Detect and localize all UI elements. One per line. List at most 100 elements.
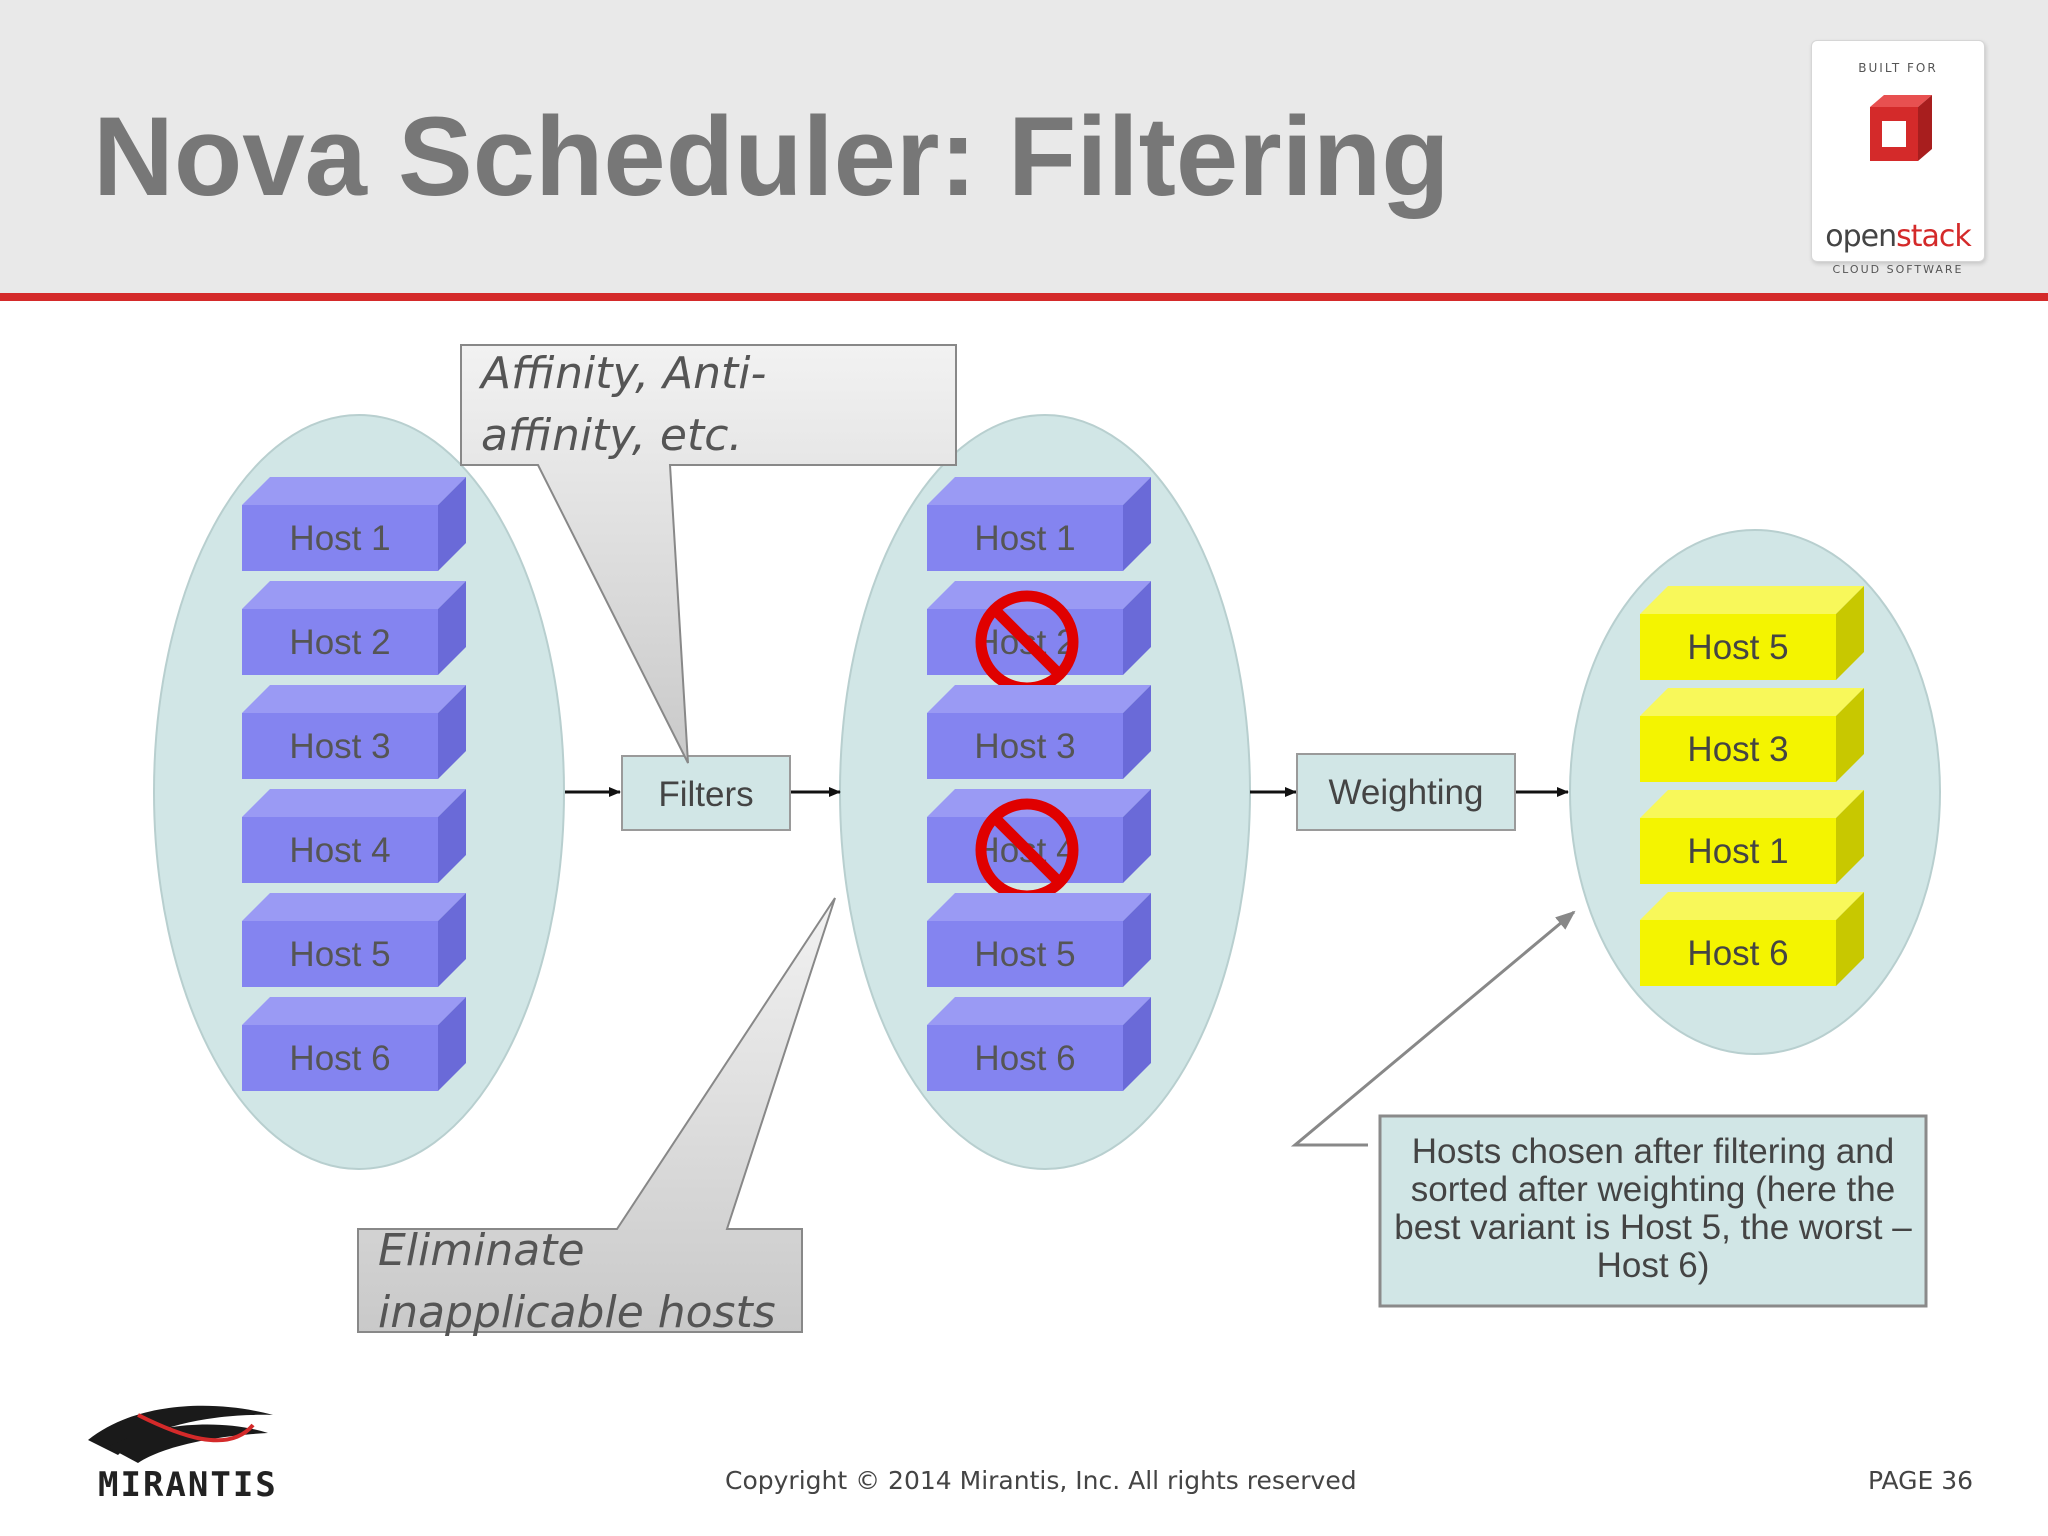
host-label: Host 1 bbox=[974, 519, 1075, 558]
host-label: Host 3 bbox=[289, 727, 390, 766]
logo-wordmark: openstack bbox=[1812, 219, 1984, 254]
logo-word-open: open bbox=[1825, 219, 1897, 254]
affinity-callout-text: Affinity, Anti-affinity, etc. bbox=[481, 348, 767, 461]
box-front-face bbox=[927, 921, 1123, 987]
box-top-face bbox=[242, 581, 466, 609]
box-top-face bbox=[927, 893, 1151, 921]
chosen-hosts-column: Host 5 Host 3 Host 1 Host 6 bbox=[1640, 586, 1864, 986]
host-box-chosen: Host 1 bbox=[1640, 790, 1864, 884]
host-label: Host 3 bbox=[974, 727, 1075, 766]
eliminate-callout-text: Eliminate inapplicable hosts bbox=[378, 1225, 776, 1338]
box-top-face bbox=[927, 477, 1151, 505]
chosen-hosts-note: Hosts chosen after filtering and sorted … bbox=[1394, 1132, 1912, 1285]
box-side-face bbox=[438, 477, 466, 571]
host-box-filtered: Host 3 bbox=[927, 685, 1151, 779]
box-side-face bbox=[438, 893, 466, 987]
box-top-face bbox=[242, 477, 466, 505]
openstack-cube-icon bbox=[1870, 95, 1932, 161]
host-label: Host 1 bbox=[289, 519, 390, 558]
host-box-filtered: Host 1 bbox=[927, 477, 1151, 571]
header-band bbox=[0, 0, 2048, 293]
weighting-box bbox=[1296, 753, 1516, 831]
host-box-chosen: Host 6 bbox=[1640, 892, 1864, 986]
host-label: Host 5 bbox=[289, 935, 390, 974]
box-side-face bbox=[1836, 586, 1864, 680]
filters-label: Filters bbox=[658, 775, 753, 814]
box-front-face bbox=[927, 713, 1123, 779]
box-side-face bbox=[438, 685, 466, 779]
box-side-face bbox=[1123, 997, 1151, 1091]
host-box-all: Host 5 bbox=[242, 893, 466, 987]
box-front-face bbox=[242, 1025, 438, 1091]
mirantis-swoosh-icon bbox=[88, 1405, 273, 1463]
host-box-all: Host 2 bbox=[242, 581, 466, 675]
box-top-face bbox=[1640, 688, 1864, 716]
box-top-face bbox=[242, 893, 466, 921]
box-top-face bbox=[242, 685, 466, 713]
logo-bottom-text: CLOUD SOFTWARE bbox=[1832, 263, 1964, 276]
host-box-chosen: Host 3 bbox=[1640, 688, 1864, 782]
box-front-face bbox=[1640, 716, 1836, 782]
eliminate-callout bbox=[357, 897, 836, 1333]
chosen-box bbox=[1378, 1114, 1928, 1308]
page-number: PAGE 36 bbox=[1868, 1466, 1974, 1495]
box-side-face bbox=[1123, 581, 1151, 675]
filters-box bbox=[621, 755, 791, 831]
host-label: Host 6 bbox=[289, 1039, 390, 1078]
box-front-face bbox=[927, 505, 1123, 571]
slide-title: Nova Scheduler: Filtering bbox=[93, 94, 1450, 219]
box-top-face bbox=[1640, 790, 1864, 818]
chosen-pointer bbox=[1290, 910, 1576, 1147]
host-label: Host 5 bbox=[1687, 628, 1788, 667]
box-side-face bbox=[438, 581, 466, 675]
box-front-face bbox=[927, 1025, 1123, 1091]
all-hosts-column: Host 1 Host 2 Host 3 Host 4 Host 5 Host 6 bbox=[242, 477, 466, 1091]
affinity-callout bbox=[460, 344, 957, 764]
box-front-face bbox=[1640, 614, 1836, 680]
box-top-face bbox=[1640, 586, 1864, 614]
host-label: Host 6 bbox=[974, 1039, 1075, 1078]
weighting-label: Weighting bbox=[1328, 773, 1483, 812]
box-front-face bbox=[1640, 920, 1836, 986]
host-label: Host 4 bbox=[289, 831, 390, 870]
box-front-face bbox=[242, 921, 438, 987]
host-box-all: Host 3 bbox=[242, 685, 466, 779]
box-top-face bbox=[242, 789, 466, 817]
box-side-face bbox=[438, 789, 466, 883]
host-box-all: Host 1 bbox=[242, 477, 466, 571]
box-front-face bbox=[242, 817, 438, 883]
copyright-text: Copyright © 2014 Mirantis, Inc. All righ… bbox=[725, 1466, 1357, 1495]
box-front-face bbox=[242, 505, 438, 571]
host-box-filtered: Host 6 bbox=[927, 997, 1151, 1091]
box-side-face bbox=[1123, 789, 1151, 883]
mirantis-wordmark: MIRANTIS bbox=[98, 1465, 278, 1505]
host-box-filtered: Host 5 bbox=[927, 893, 1151, 987]
host-box-all: Host 6 bbox=[242, 997, 466, 1091]
host-label: Host 5 bbox=[974, 935, 1075, 974]
box-side-face bbox=[438, 997, 466, 1091]
box-side-face bbox=[1123, 893, 1151, 987]
box-top-face bbox=[927, 997, 1151, 1025]
host-label: Host 3 bbox=[1687, 730, 1788, 769]
host-box-chosen: Host 5 bbox=[1640, 586, 1864, 680]
box-side-face bbox=[1836, 892, 1864, 986]
box-front-face bbox=[242, 609, 438, 675]
host-label: Host 2 bbox=[289, 623, 390, 662]
host-box-all: Host 4 bbox=[242, 789, 466, 883]
logo-word-stack: stack bbox=[1896, 219, 1972, 254]
box-top-face bbox=[242, 997, 466, 1025]
box-top-face bbox=[1640, 892, 1864, 920]
host-label: Host 1 bbox=[1687, 832, 1788, 871]
openstack-logo: BUILT FOR openstack CLOUD SOFTWARE bbox=[1811, 40, 1985, 276]
mirantis-logo: MIRANTIS bbox=[78, 1395, 278, 1505]
box-side-face bbox=[1123, 477, 1151, 571]
logo-top-text: BUILT FOR bbox=[1858, 61, 1938, 75]
header-divider bbox=[0, 293, 2048, 301]
host-label: Host 6 bbox=[1687, 934, 1788, 973]
box-top-face bbox=[927, 685, 1151, 713]
box-front-face bbox=[1640, 818, 1836, 884]
box-side-face bbox=[1836, 688, 1864, 782]
box-side-face bbox=[1123, 685, 1151, 779]
